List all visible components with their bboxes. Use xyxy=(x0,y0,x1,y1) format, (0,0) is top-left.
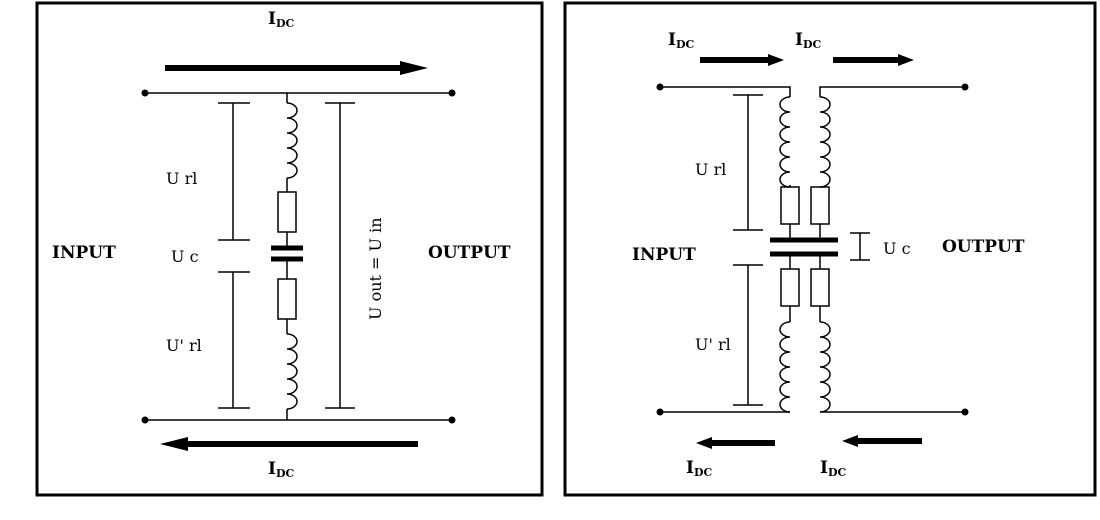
left-current-top-label: IDC xyxy=(268,9,294,30)
right-capacitor xyxy=(770,237,838,257)
right-voltage-bracket xyxy=(733,94,763,406)
right-inductor-br xyxy=(819,321,831,413)
left-terminal-tr xyxy=(448,89,456,97)
right-current-bottom-left-arrow xyxy=(696,437,775,449)
right-panel: IDC IDC xyxy=(563,1,1097,497)
right-right-branch-wire xyxy=(819,86,965,97)
left-terminal-br xyxy=(448,416,456,424)
right-voltage-c-bracket xyxy=(850,232,870,261)
right-resistor-br xyxy=(810,268,830,307)
right-current-bottom-right-label: IDC xyxy=(820,458,846,479)
left-terminal-bl xyxy=(141,416,149,424)
right-current-top-right-arrow xyxy=(833,54,914,66)
left-voltage-rl-label: U rl xyxy=(166,169,197,188)
right-voltage-c-label: U c xyxy=(883,239,911,258)
left-voltage-bracket xyxy=(218,102,250,409)
right-current-top-right-label: IDC xyxy=(795,30,821,51)
left-resistor-top xyxy=(277,191,297,233)
left-panel: IDC xyxy=(35,1,544,497)
left-voltage-c-label: U c xyxy=(171,247,199,266)
right-left-branch-wire xyxy=(660,86,791,97)
left-voltage-out-label: U out = U in xyxy=(366,217,385,320)
left-output-label: OUTPUT xyxy=(428,243,511,263)
left-inductor-bottom xyxy=(286,333,298,410)
right-voltage-rl-prime-label: U' rl xyxy=(695,335,731,354)
right-current-bottom-left-label: IDC xyxy=(686,458,712,479)
right-inductor-tl xyxy=(779,96,791,188)
left-current-bottom-label: IDC xyxy=(268,459,294,480)
left-current-bottom-arrow xyxy=(160,437,418,451)
right-voltage-rl-label: U rl xyxy=(695,160,726,179)
right-input-label: INPUT xyxy=(632,245,696,265)
right-output-label: OUTPUT xyxy=(942,237,1025,257)
right-inductor-bl xyxy=(779,321,791,413)
left-resistor-bottom xyxy=(277,278,297,320)
left-panel-frame xyxy=(35,1,544,497)
right-resistor-bl xyxy=(780,268,800,307)
right-current-bottom-right-arrow xyxy=(842,435,922,447)
left-capacitor xyxy=(271,245,303,262)
right-current-top-left-arrow xyxy=(700,54,784,66)
right-inductor-tr xyxy=(819,96,831,188)
right-current-top-left-label: IDC xyxy=(668,30,694,51)
left-inductor-top xyxy=(286,102,298,179)
right-resistor-tl xyxy=(780,186,800,225)
left-output-voltage-bracket xyxy=(325,102,355,409)
left-input-label: INPUT xyxy=(52,243,116,263)
left-current-top-arrow xyxy=(165,61,428,75)
right-panel-frame xyxy=(563,1,1097,497)
left-voltage-rl-prime-label: U' rl xyxy=(166,336,202,355)
right-resistor-tr xyxy=(810,186,830,225)
left-terminal-tl xyxy=(141,89,149,97)
